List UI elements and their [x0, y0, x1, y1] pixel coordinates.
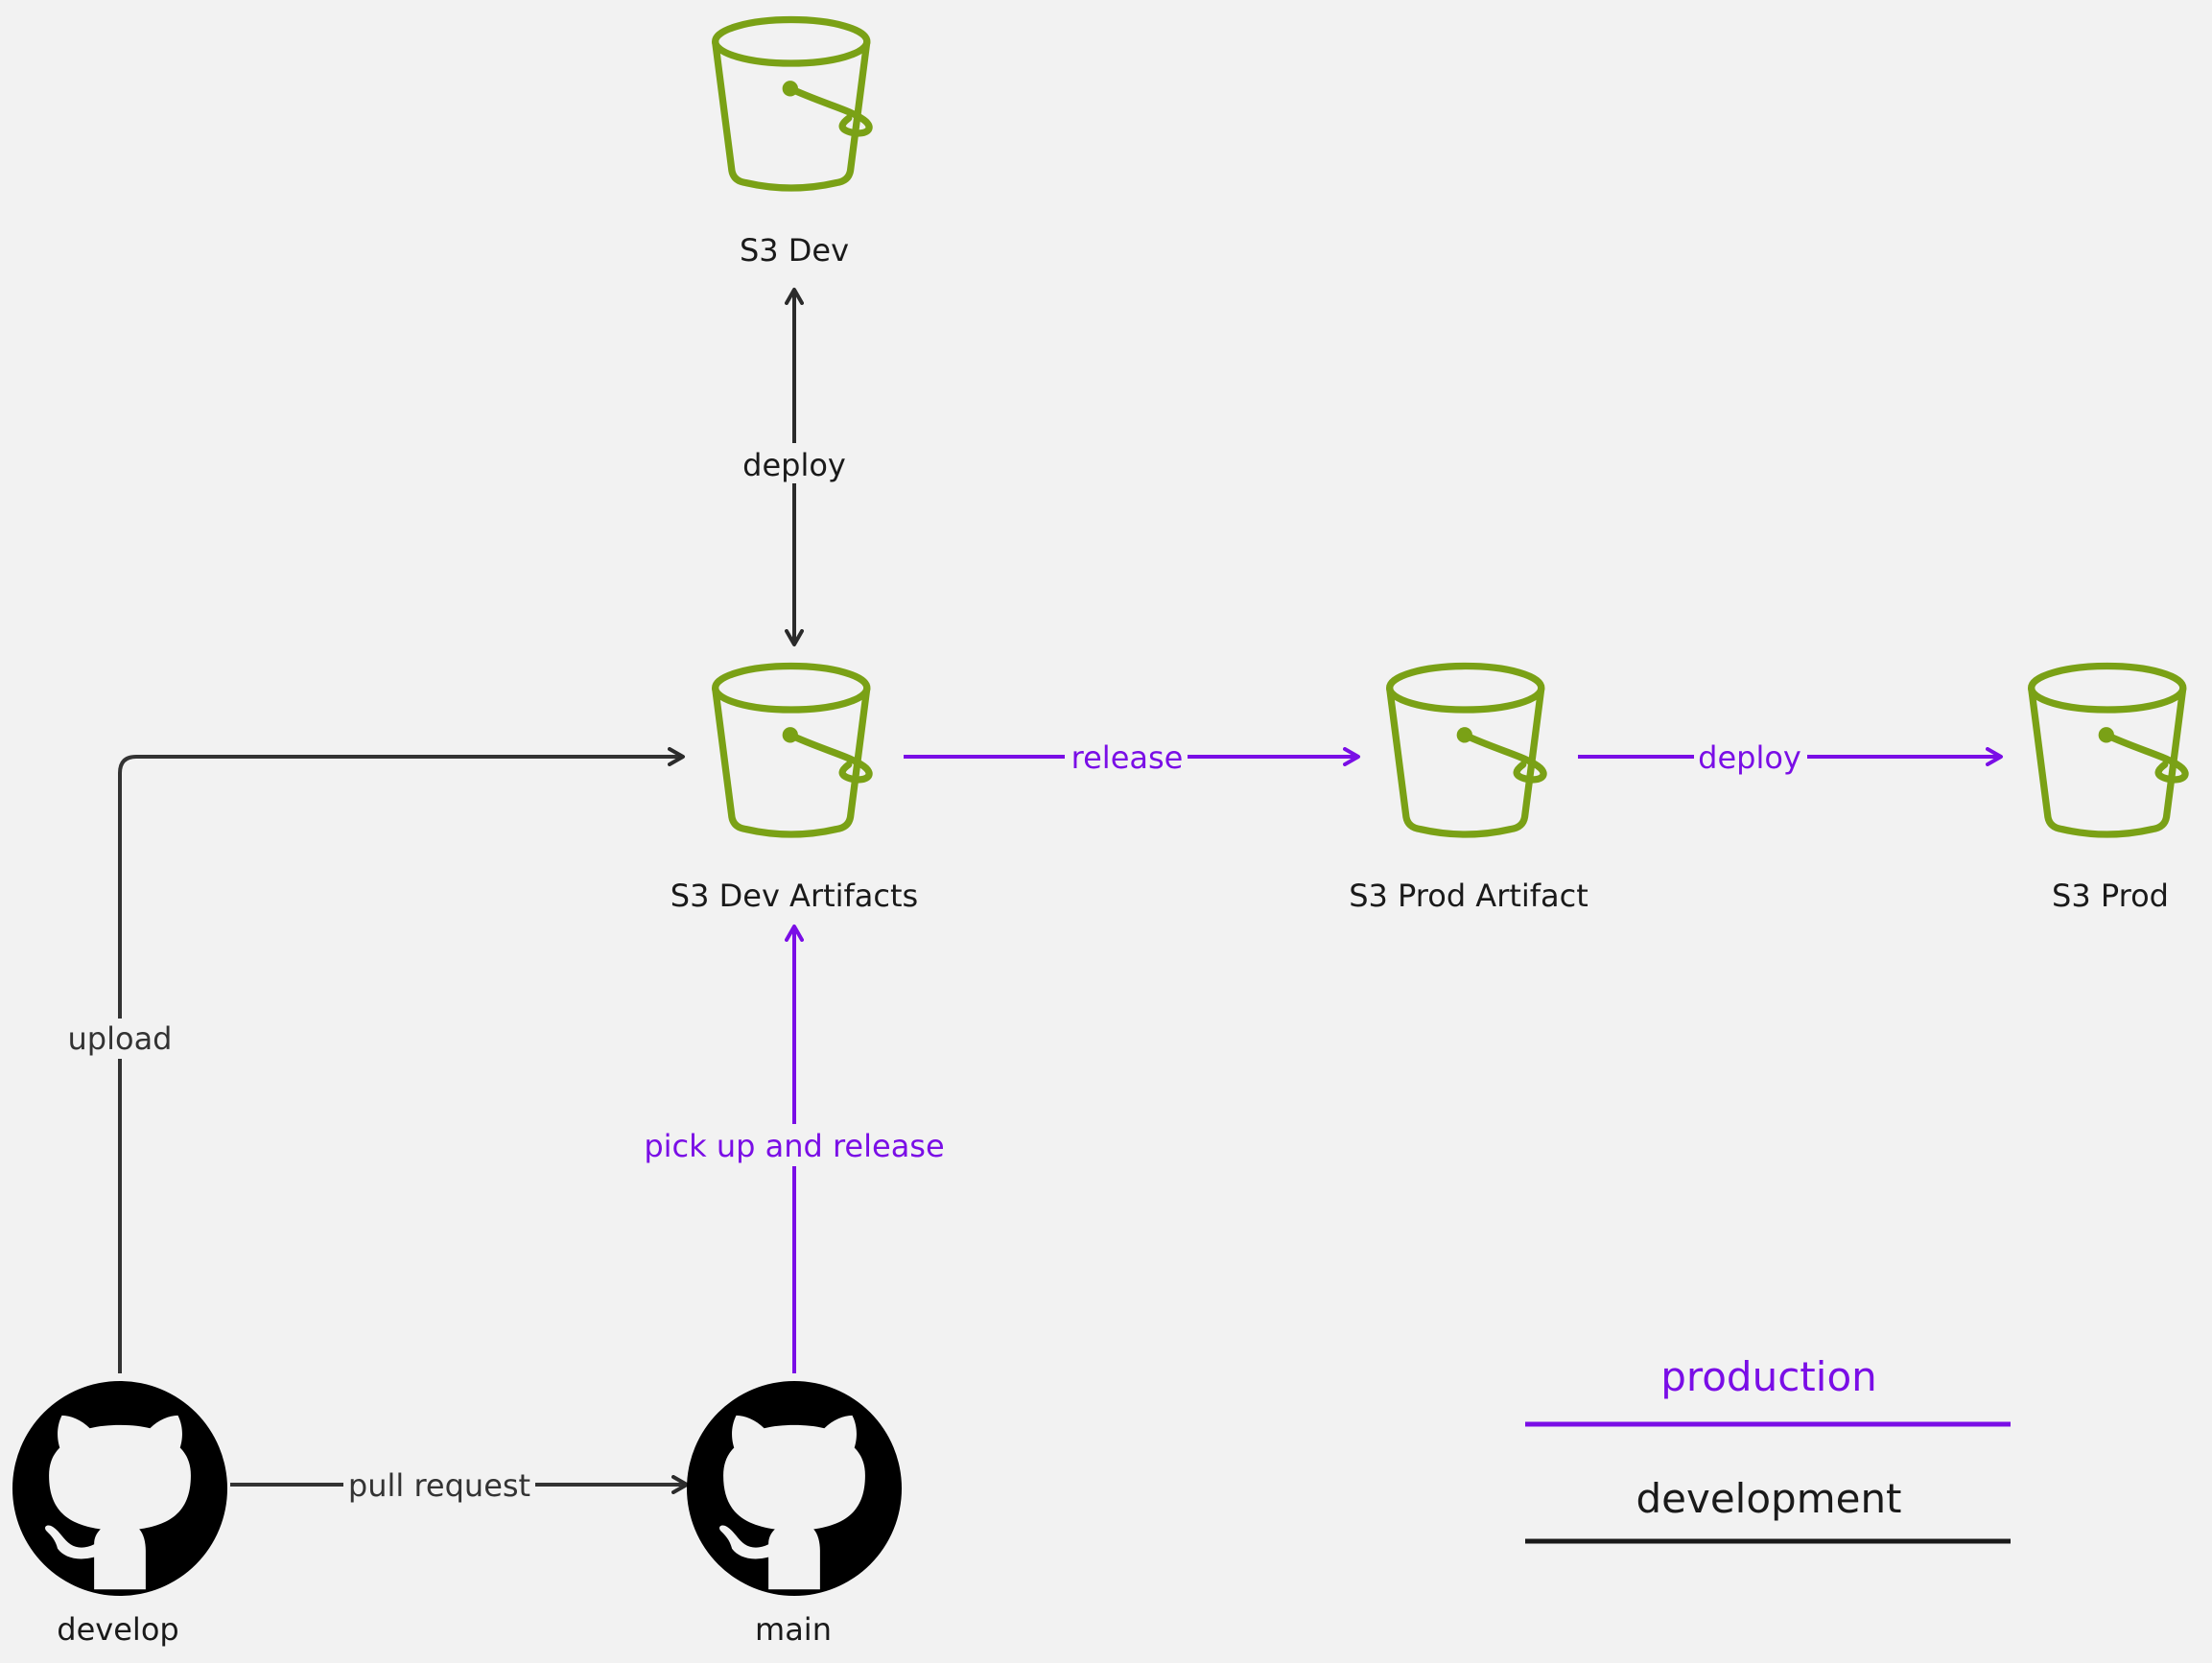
node-s3-prod-label: S3 Prod — [2052, 878, 2169, 914]
edge-upload-label: upload — [68, 1020, 173, 1057]
node-s3-prod-artifact-label: S3 Prod Artifact — [1349, 878, 1588, 914]
s3-bucket-icon — [716, 20, 869, 188]
node-develop[interactable]: develop — [12, 1381, 227, 1648]
edge-pick-up-release-label: pick up and release — [644, 1128, 944, 1164]
node-main[interactable]: main — [687, 1381, 902, 1648]
edge-pull-request-label: pull request — [348, 1467, 530, 1504]
edge-upload-line — [118, 747, 685, 1373]
node-s3-dev-artifacts-label: S3 Dev Artifacts — [671, 878, 918, 914]
legend-development-label: development — [1635, 1475, 1901, 1522]
legend-production-label: production — [1660, 1353, 1877, 1400]
node-s3-dev-label: S3 Dev — [740, 232, 849, 269]
github-icon — [12, 1381, 227, 1596]
node-s3-prod[interactable]: S3 Prod — [2032, 667, 2185, 914]
edge-pull-request: pull request — [230, 1464, 689, 1504]
edge-deploy-prod-label: deploy — [1698, 739, 1801, 776]
edge-release-label: release — [1071, 739, 1184, 776]
node-develop-label: develop — [57, 1611, 178, 1648]
edge-deploy-dev: deploy — [739, 288, 850, 646]
s3-bucket-icon — [716, 667, 869, 834]
s3-bucket-icon — [1390, 667, 1543, 834]
edge-deploy-dev-label: deploy — [742, 447, 846, 483]
legend: production development — [1525, 1353, 2011, 1544]
node-s3-prod-artifact[interactable]: S3 Prod Artifact — [1349, 667, 1588, 914]
edge-release: release — [904, 736, 1360, 778]
edge-deploy-prod: deploy — [1578, 736, 2003, 778]
node-s3-dev[interactable]: S3 Dev — [716, 20, 869, 269]
node-main-label: main — [755, 1611, 832, 1648]
edge-upload: upload — [61, 747, 685, 1373]
github-icon — [687, 1381, 902, 1596]
node-s3-dev-artifacts[interactable]: S3 Dev Artifacts — [671, 667, 918, 914]
edge-pick-up-release: pick up and release — [644, 925, 945, 1373]
s3-bucket-icon — [2032, 667, 2185, 834]
